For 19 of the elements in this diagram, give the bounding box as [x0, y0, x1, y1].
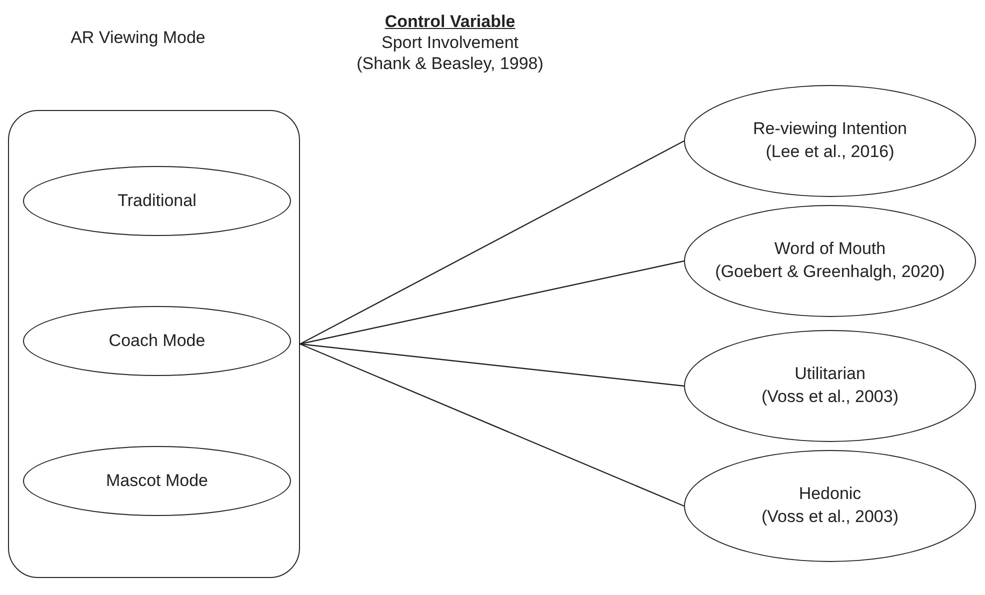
connector-line — [300, 343, 684, 507]
node-text: (Voss et al., 2003) — [761, 506, 899, 528]
connector-line — [300, 260, 684, 345]
node-text: (Voss et al., 2003) — [761, 386, 899, 408]
node-text: Mascot Mode — [106, 470, 208, 492]
group-heading: AR Viewing Mode — [70, 28, 206, 48]
node-text: Utilitarian — [794, 363, 866, 386]
node-text: (Lee et al., 2016) — [766, 141, 894, 163]
node-text: Hedonic — [798, 483, 862, 506]
note-text: (Shank & Beasley, 1998) — [356, 54, 544, 74]
node-text: Coach Mode — [108, 330, 206, 352]
note-text: Sport Involvement — [380, 33, 520, 53]
connector-line — [300, 343, 684, 387]
node-text: (Goebert & Greenhalgh, 2020) — [715, 261, 945, 283]
connector-line — [300, 140, 684, 345]
node-text: Re-viewing Intention — [752, 118, 908, 140]
section-heading: Control Variable — [384, 12, 516, 32]
node-text: Word of Mouth — [774, 238, 886, 260]
node-text: Traditional — [118, 190, 196, 212]
